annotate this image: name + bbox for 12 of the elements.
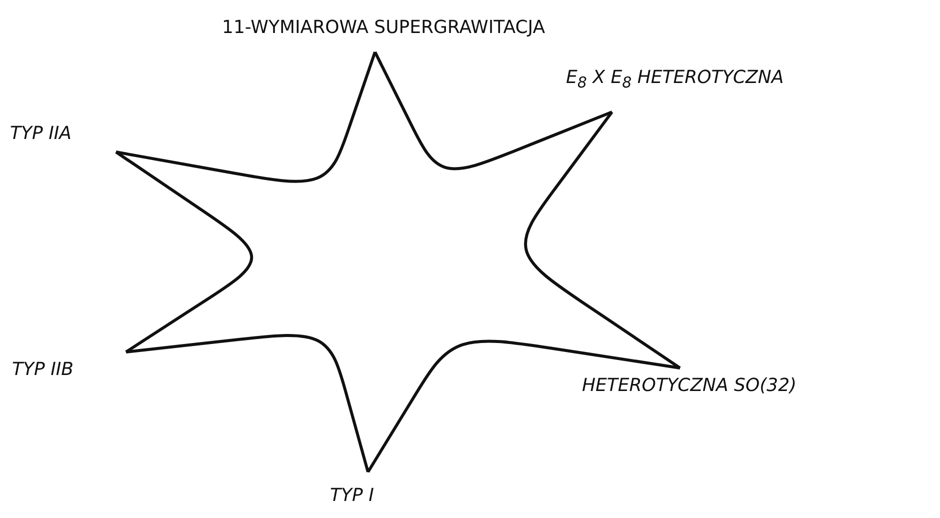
curved-line bbox=[374, 51, 613, 170]
curved-line bbox=[126, 334, 370, 472]
vertex-label: TYP IIB bbox=[12, 358, 74, 382]
vertex-label: TYP I bbox=[330, 484, 374, 508]
vertex-label: HETEROTYCZNA SO(32) bbox=[582, 374, 797, 398]
vertex-label: 11-WYMIAROWA SUPERGRAWITACJA bbox=[222, 16, 546, 40]
curved-line bbox=[366, 340, 680, 473]
curved-line bbox=[524, 111, 681, 370]
vertex-label: E$_{8}$ X E$_{8}$ HETEROTYCZNA bbox=[566, 66, 784, 94]
curved-line bbox=[115, 150, 254, 354]
curved-line bbox=[116, 52, 376, 183]
vertex-label: TYP IIA bbox=[10, 122, 72, 146]
